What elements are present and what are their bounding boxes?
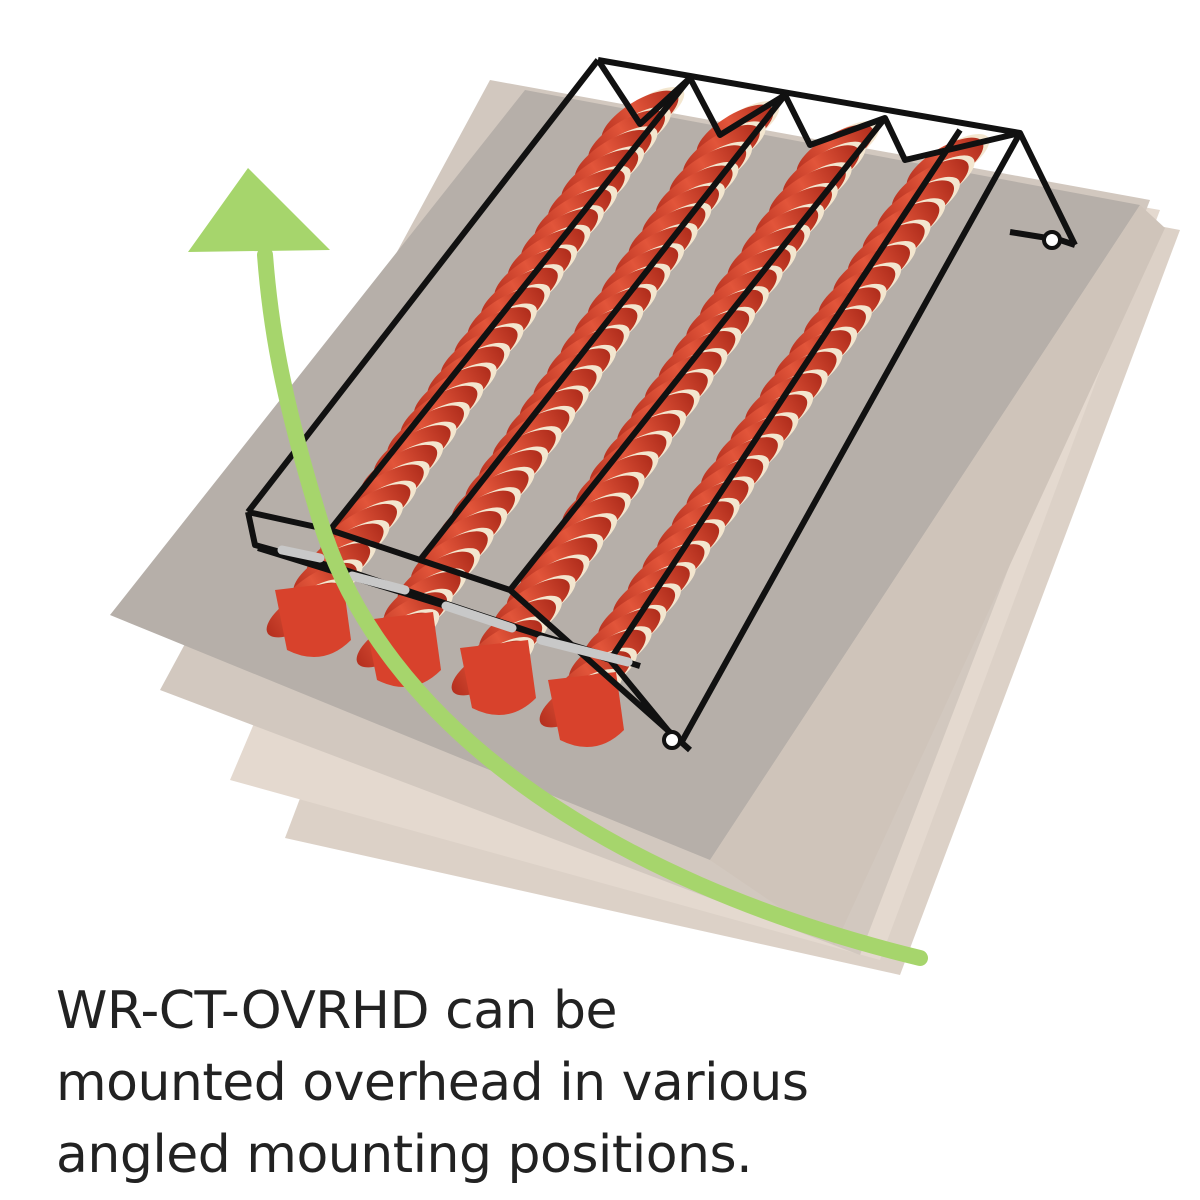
cup-stack-1 [266,87,685,658]
caption: WR-CT-OVRHD can be mounted overhead in v… [56,975,809,1191]
rack-clips [277,545,633,667]
rack-top-rail [597,57,1021,136]
caption-line-3: angled mounting positions. [56,1125,753,1185]
cup-dispense-end [365,612,441,688]
rack-divider-4 [607,128,963,662]
rotation-arrow-icon [188,168,928,966]
mount-knob-top [1042,230,1062,250]
rack-divider-1 [327,76,693,532]
rack-divider-2 [417,93,788,562]
rack-right-side [677,131,1023,747]
rack-divider-3 [507,116,888,592]
cup-dispense-end [460,640,536,716]
rack-left-side [245,58,601,514]
cup-stacks [266,87,990,748]
rack-top-truss [595,58,1078,247]
panel-sheet-edge [710,205,1165,945]
caption-line-2: mounted overhead in various [56,1053,809,1113]
cup-dispense-end [275,582,351,658]
caption-line-1: WR-CT-OVRHD can be [56,981,618,1041]
cup-dispense-end [548,672,624,748]
mount-knob-bottom [662,730,682,750]
